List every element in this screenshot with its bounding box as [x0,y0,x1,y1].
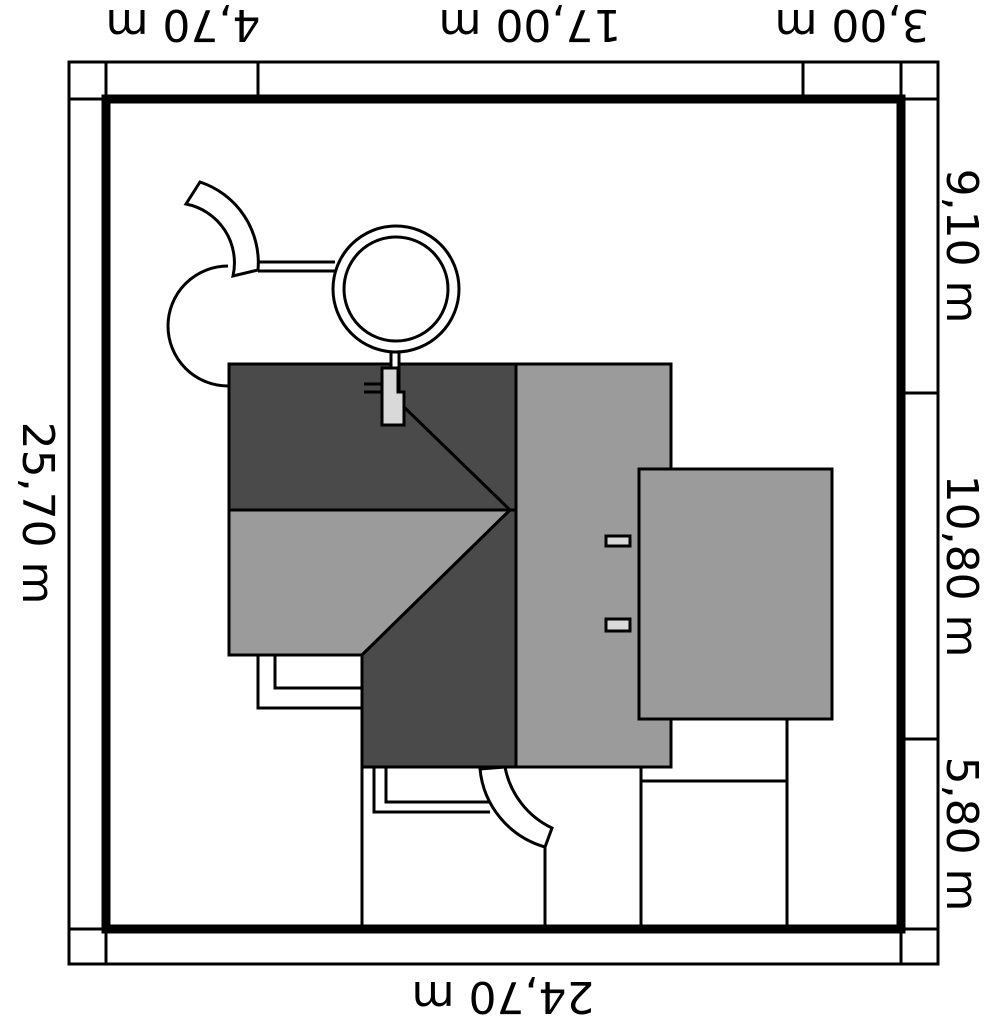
pool-ladder [364,350,406,427]
dim-right-top: 9,10 m [936,169,987,324]
fan-terrace-bottom [478,765,554,849]
roof-garage [637,467,834,721]
dim-top-left: 4,70 m [106,0,261,50]
dim-bottom: 24,70 m [412,971,595,1022]
dim-top-right: 3,00 m [775,0,930,50]
dim-right-middle: 10,80 m [936,475,987,658]
fan-terrace-top [183,180,260,279]
roof-vent [604,617,632,633]
dim-left: 25,70 m [12,422,63,605]
roof-upper-dark [227,362,518,512]
round-pool [331,224,461,354]
plot-boundary [101,94,906,934]
terrace [166,264,229,388]
house-roof [227,362,834,769]
dim-right-bottom: 5,80 m [936,757,987,912]
roof-vent [604,534,632,548]
dim-top-middle: 17,00 m [439,0,622,50]
roof-lower-dark [360,508,518,769]
